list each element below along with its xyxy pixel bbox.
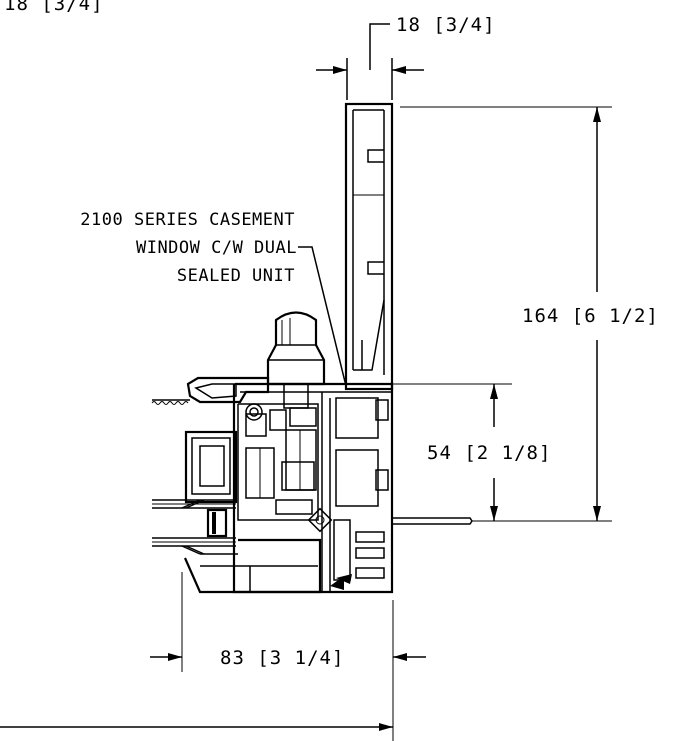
dim-frame-depth-label: 83 [3 1/4] xyxy=(220,647,344,669)
note-line-2: WINDOW C/W DUAL xyxy=(136,238,297,258)
frame-extension-profile xyxy=(344,102,394,391)
exterior-trim xyxy=(151,376,270,405)
glass-stop xyxy=(184,430,238,504)
note-leader-line xyxy=(298,246,347,387)
note-line-1: 2100 SERIES CASEMENT xyxy=(80,210,295,230)
note-line-3: SEALED UNIT xyxy=(177,266,295,286)
dim-sill-height: 54 [2 1/8] xyxy=(384,383,551,521)
operator-handle xyxy=(266,311,326,409)
dim-top-frame-width-label: 18 [3/4] xyxy=(396,14,496,36)
product-note: 2100 SERIES CASEMENT WINDOW C/W DUAL SEA… xyxy=(80,210,347,387)
dim-sill-height-label: 54 [2 1/8] xyxy=(427,442,551,464)
dual-sealed-glass-unit xyxy=(152,499,238,555)
dim-overall-height-label: 164 [6 1/2] xyxy=(522,305,659,327)
main-frame-profile xyxy=(183,382,473,594)
dim-top-frame-width: 18 [3/4] xyxy=(316,14,496,100)
dim-overall-height: 164 [6 1/2] xyxy=(400,106,659,522)
dim-frame-depth: 83 [3 1/4] xyxy=(150,572,426,741)
dim-top-partial-label: 18 [3/4] xyxy=(4,0,104,15)
sash-profile xyxy=(237,403,333,533)
dim-bottom-overall xyxy=(0,723,393,731)
